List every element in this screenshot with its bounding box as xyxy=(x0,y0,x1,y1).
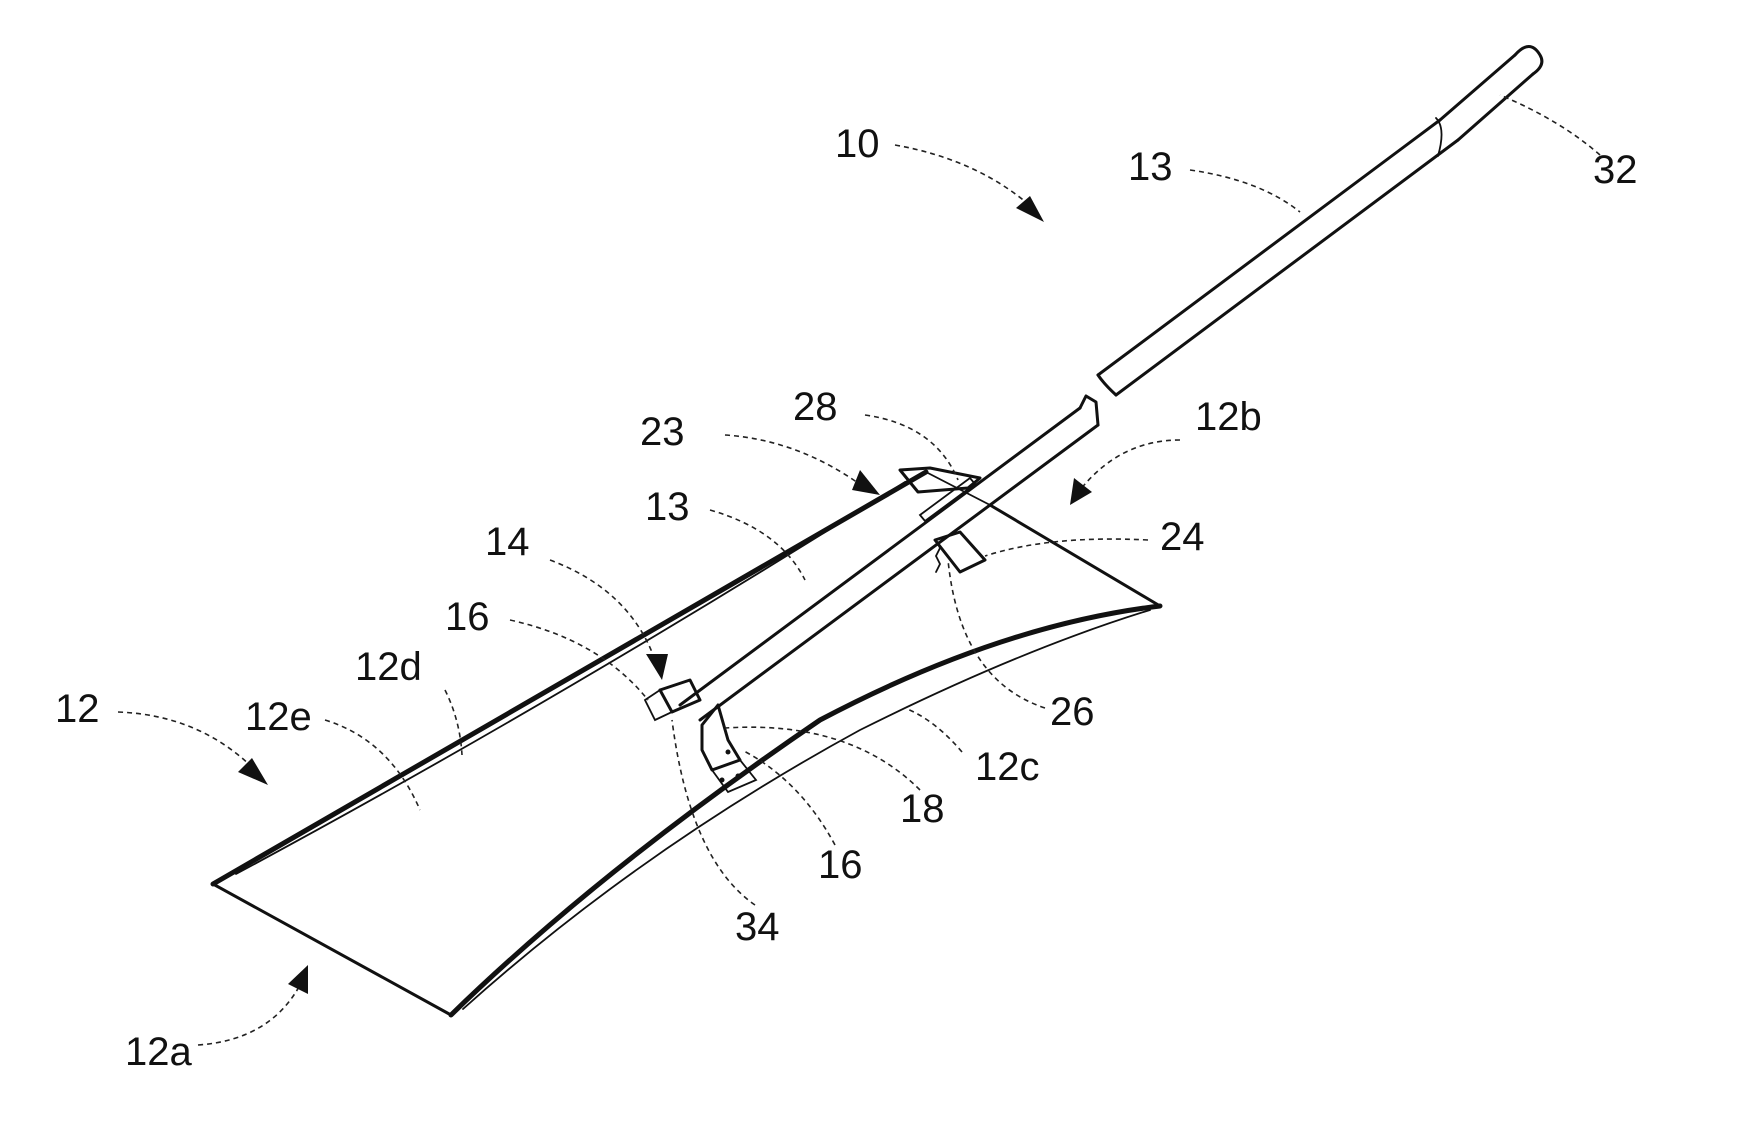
leader-12e xyxy=(325,720,420,810)
leader-12b xyxy=(1080,440,1180,490)
leader-23 xyxy=(725,435,865,488)
label-12d: 12d xyxy=(355,645,422,689)
blade-right-curve-inner xyxy=(463,610,1150,1009)
rivet-2 xyxy=(736,774,741,779)
label-18: 18 xyxy=(900,787,945,831)
reference-labels: 10 13 32 28 23 12b 13 24 14 16 12d 12 12… xyxy=(55,122,1638,1074)
arrow-23 xyxy=(852,470,880,495)
grip-end-cap xyxy=(1515,47,1542,75)
label-26: 26 xyxy=(1050,690,1095,734)
leader-16-left xyxy=(510,620,648,700)
leader-24 xyxy=(985,539,1148,556)
arrow-10 xyxy=(1016,196,1044,222)
blade-left-edge xyxy=(213,472,926,884)
blade-right-curve xyxy=(451,606,1160,1015)
label-28: 28 xyxy=(793,385,838,429)
rivet-3 xyxy=(726,750,731,755)
handle-break-lower xyxy=(1080,396,1098,425)
rivet-1 xyxy=(720,778,725,783)
label-23: 23 xyxy=(640,410,685,454)
bracket-24 xyxy=(935,532,985,572)
label-12: 12 xyxy=(55,687,100,731)
grip-left xyxy=(1440,55,1515,120)
leader-12c xyxy=(905,708,962,752)
arrow-12 xyxy=(238,758,268,785)
label-12e: 12e xyxy=(245,695,312,739)
label-10: 10 xyxy=(835,122,880,166)
label-12a: 12a xyxy=(125,1030,192,1074)
bracket-18-flange xyxy=(712,760,756,792)
bracket-14-fold xyxy=(645,690,672,720)
handle-break-upper xyxy=(1098,375,1116,395)
blade-back-edge xyxy=(990,505,1160,606)
handle-lower-left xyxy=(680,408,1080,705)
label-16-left: 16 xyxy=(445,595,490,639)
handle xyxy=(680,47,1542,721)
label-16-right: 16 xyxy=(818,843,863,887)
leader-10 xyxy=(895,145,1035,210)
label-13-mid: 13 xyxy=(645,485,690,529)
leader-32 xyxy=(1500,95,1600,155)
arrow-12b xyxy=(1070,478,1092,505)
label-12b: 12b xyxy=(1195,395,1262,439)
label-13-top: 13 xyxy=(1128,145,1173,189)
label-24: 24 xyxy=(1160,515,1205,559)
leader-34 xyxy=(672,720,755,905)
leaders xyxy=(118,95,1600,1045)
label-34: 34 xyxy=(735,905,780,949)
leader-12a xyxy=(198,985,300,1045)
label-14: 14 xyxy=(485,520,530,564)
label-32: 32 xyxy=(1593,148,1638,192)
label-12c: 12c xyxy=(975,745,1040,789)
bracket-28-slot xyxy=(920,478,975,521)
blade-front-edge xyxy=(213,884,451,1015)
leader-13-top xyxy=(1190,170,1300,212)
blade xyxy=(213,472,1160,1015)
arrow-14 xyxy=(646,654,668,680)
leader-12 xyxy=(118,712,255,770)
grip-right xyxy=(1458,74,1533,140)
